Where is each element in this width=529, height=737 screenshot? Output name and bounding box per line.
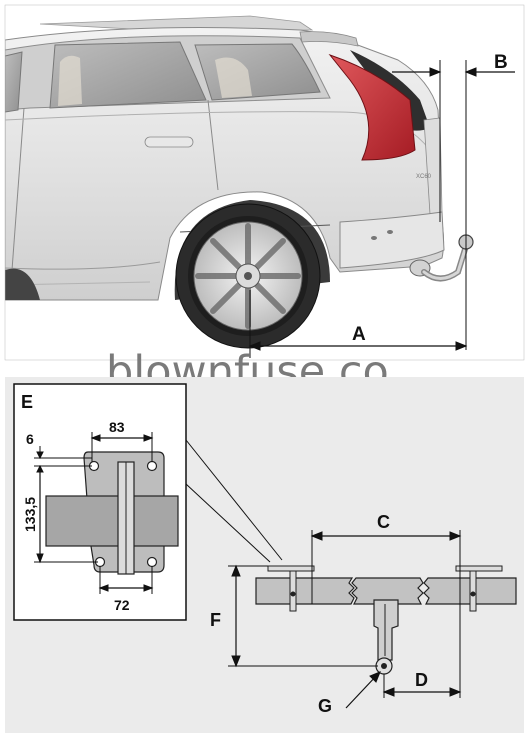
- dimension-133-5: 133,5: [22, 497, 38, 532]
- dimension-6: 6: [26, 431, 34, 447]
- crossbeam: [45, 495, 179, 547]
- dimension-72: 72: [114, 597, 130, 613]
- label-g: G: [318, 696, 332, 716]
- tail-lamp: [328, 53, 416, 161]
- model-badge: XC60: [416, 174, 432, 180]
- car-side-view: XC60: [5, 5, 524, 360]
- towbar-ball: [421, 234, 474, 282]
- towbar-assembly: [255, 565, 517, 675]
- inset-detail-e: [13, 383, 187, 621]
- label-e: E: [21, 392, 33, 412]
- callout-lines: [185, 439, 283, 563]
- label-d: D: [415, 670, 428, 690]
- dimension-83: 83: [109, 419, 125, 435]
- top-dimension-lines: [248, 60, 515, 358]
- bottom-dimension-lines: [228, 530, 462, 709]
- label-c: C: [377, 512, 390, 532]
- label-b: B: [494, 52, 508, 73]
- label-f: F: [210, 610, 221, 630]
- label-a: A: [352, 324, 366, 345]
